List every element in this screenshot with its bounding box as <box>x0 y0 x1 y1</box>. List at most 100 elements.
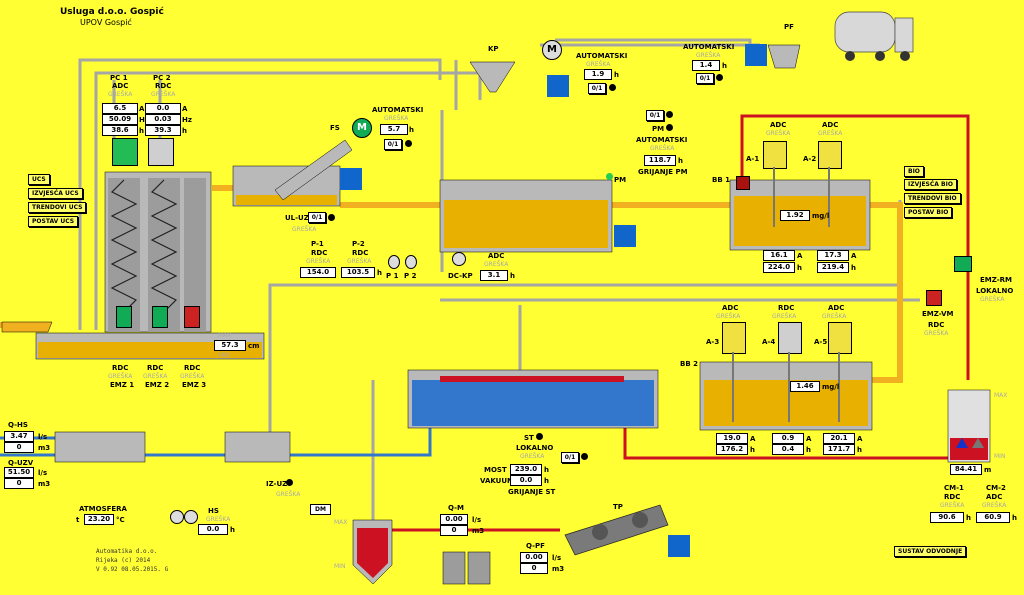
unit-label: h <box>806 446 811 454</box>
ucs-trends-button[interactable]: TRENDOVI UCS <box>28 202 87 213</box>
aerator-shaft <box>788 352 790 422</box>
company-name: Usluga d.o.o. Gospić <box>60 7 164 17</box>
aerator-a3-icon[interactable] <box>722 322 746 354</box>
cm1-hours: 90.6 <box>930 512 964 523</box>
unit-label: m3 <box>38 480 51 488</box>
dckp-pump-icon[interactable] <box>452 252 466 266</box>
p1-hours: 154.0 <box>300 267 336 278</box>
cm2-hours: 60.9 <box>976 512 1010 523</box>
pc1-frequency: 50.09 <box>102 114 138 125</box>
aerator-shaft <box>773 167 775 227</box>
st-toggle[interactable]: 0/1 <box>561 452 579 463</box>
st-status-dot <box>536 433 543 440</box>
kp-label: KP <box>488 45 499 53</box>
st-vakuum-value: 0.0 <box>510 475 542 486</box>
ucs-button[interactable]: UCS <box>28 174 50 185</box>
bb2-a3-label: A-3 <box>706 338 720 346</box>
dm-button[interactable]: DM <box>310 504 331 515</box>
unit-label: A <box>806 435 812 443</box>
qhs-flow: 3.47 <box>4 431 34 442</box>
pump-1-label: P 1 <box>386 272 399 280</box>
silo-right-level: 84.41 <box>950 464 982 475</box>
emz1-label: EMZ 1 <box>110 381 135 389</box>
system-drainage-button[interactable]: SUSTAV ODVODNJE <box>894 546 967 557</box>
bb2-a5-hours: 171.7 <box>823 444 855 455</box>
p1-label: P-1 <box>311 240 324 248</box>
bb1-a2-status: GREŠKA <box>818 130 843 137</box>
qm-volume: 0 <box>440 525 468 536</box>
bb2-a5-current: 20.1 <box>823 433 855 444</box>
cm1-status: GREŠKA <box>940 502 965 509</box>
aerator-a2-icon[interactable] <box>818 141 842 169</box>
pf-toggle[interactable]: 0/1 <box>696 73 714 84</box>
unit-label: h <box>797 264 802 272</box>
unit-label: h <box>544 466 549 474</box>
pc1-current: 6.5 <box>102 103 138 114</box>
unit-label: mg/l <box>822 383 840 391</box>
unit-label: m3 <box>552 565 565 573</box>
ucs-settings-button[interactable]: POSTAV UCS <box>28 216 79 227</box>
silo-right-min: MIN <box>994 453 1006 460</box>
ucs-level-max: MAX <box>218 332 232 339</box>
emz-rm-valve-icon[interactable] <box>954 256 972 272</box>
hs-pump-icon[interactable] <box>170 510 184 524</box>
emz3-label: EMZ 3 <box>182 381 207 389</box>
fs-mode: AUTOMATSKI <box>372 106 424 114</box>
container-icon <box>668 535 690 557</box>
cm1-mode: RDC <box>944 493 961 501</box>
quzv-volume: 0 <box>4 478 34 489</box>
emz-1-valve-icon[interactable] <box>116 306 132 328</box>
st-run-dot <box>581 453 588 460</box>
aerator-a5-icon[interactable] <box>828 322 852 354</box>
pump-1-icon[interactable] <box>388 255 400 269</box>
unit-label: h <box>139 127 144 135</box>
ucs-level-min: MIN <box>218 352 230 359</box>
emz1-status: GREŠKA <box>108 373 133 380</box>
st-mode: LOKALNO <box>516 444 554 452</box>
emz-vm-valve-icon[interactable] <box>926 290 942 306</box>
st-most-value: 239.0 <box>510 464 542 475</box>
emz-3-valve-icon[interactable] <box>184 306 200 328</box>
unit-label: A <box>851 252 857 260</box>
pm-toggle[interactable]: 0/1 <box>646 110 664 121</box>
bb1-a1-hours: 224.0 <box>763 262 795 273</box>
quzv-label: Q-UZV <box>8 459 34 467</box>
unit-label: h <box>182 127 187 135</box>
uluz-toggle[interactable]: 0/1 <box>308 212 326 223</box>
dckp-hours: 3.1 <box>480 270 508 281</box>
hs-pump-icon[interactable] <box>184 510 198 524</box>
fs-toggle[interactable]: 0/1 <box>384 139 402 150</box>
bio-button[interactable]: BIO <box>904 166 924 177</box>
hs-hours: 0.0 <box>198 524 228 535</box>
unit-label: A <box>182 105 188 113</box>
bb2-dissolved-oxygen: 1.46 <box>790 381 820 392</box>
bio-trends-button[interactable]: TRENDOVI BIO <box>904 193 961 204</box>
bio-reports-button[interactable]: IZVJESĆA BIO <box>904 179 957 190</box>
fs-status-dot <box>405 140 412 147</box>
motor-icon[interactable]: M <box>542 40 562 60</box>
mixer-motor-icon[interactable] <box>112 138 138 166</box>
bb1-a2-current: 17.3 <box>817 250 849 261</box>
bb1-a2-mode: ADC <box>822 121 839 129</box>
bb1-a2-label: A-2 <box>803 155 817 163</box>
pump-2-icon[interactable] <box>405 255 417 269</box>
bb2-a5-status: GREŠKA <box>822 313 847 320</box>
tp-label: TP <box>613 503 623 511</box>
silo-left-max: MAX <box>334 519 348 526</box>
mixer-motor-icon[interactable] <box>148 138 174 166</box>
kp-toggle[interactable]: 0/1 <box>588 83 606 94</box>
container-icon <box>340 168 362 190</box>
motor-icon[interactable]: M <box>352 118 372 138</box>
pm-heating: GRIJANJE PM <box>638 168 688 176</box>
emz-2-valve-icon[interactable] <box>152 306 168 328</box>
aerator-a4-icon[interactable] <box>778 322 802 354</box>
bb2-a5-label: A-5 <box>814 338 828 346</box>
quzv-flow: 51.50 <box>4 467 34 478</box>
ucs-reports-button[interactable]: IZVJESĆA UCS <box>28 188 83 199</box>
dckp-status: GREŠKA <box>484 261 509 268</box>
aerator-a1-icon[interactable] <box>763 141 787 169</box>
container-icon <box>745 44 767 66</box>
bb2-label: BB 2 <box>680 360 698 368</box>
bio-settings-button[interactable]: POSTAV BIO <box>904 207 953 218</box>
